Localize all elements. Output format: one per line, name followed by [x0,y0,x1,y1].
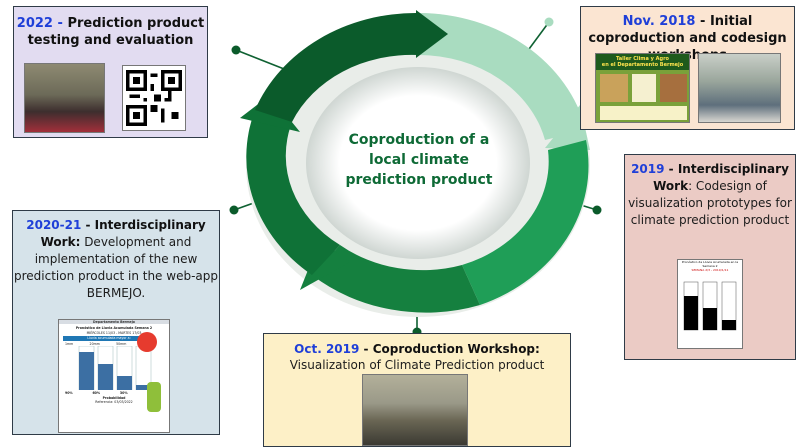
sep: - [664,162,678,176]
webapp-title: Pronóstico de Lluvia Acumulada Semana 2 [75,326,153,331]
prototype-subtitle: SEMANA 2/3 - 2019/1/11 [691,268,729,272]
threshold-label: 50mm [116,341,127,346]
webapp-badge [137,332,157,352]
probability-label: 30% [119,391,128,396]
ring-segment-right [462,140,589,305]
milestone-2022: 2022 - Prediction product testing and ev… [13,6,208,138]
milestone-2020-year: 2020-21 [26,218,82,232]
webapp-bar [117,376,132,391]
workshop-room-photo [362,374,468,446]
webapp-header: Departamento Bermejo [59,320,169,325]
flyer-photo [600,74,628,102]
connector-dot-2022 [231,45,241,55]
ring-segment-bottom [312,245,480,313]
threshold-label: 20mm [89,341,100,346]
milestone-oct2019: Oct. 2019 - Coproduction Workshop: Visua… [263,333,571,447]
milestone-oct2019-bold: Coproduction Workshop: [372,342,540,356]
webapp-screenshot: Departamento Bermejo Pronóstico de Lluvi… [58,319,170,433]
connector-dot-2019 [592,205,602,215]
sep: - [52,16,68,31]
sep: - [81,218,95,232]
milestone-nov2018: Nov. 2018 - Initial coproduction and cod… [580,6,795,130]
milestone-oct2019-year: Oct. 2019 [294,342,360,356]
webapp-footer-ref: Referencia: 03/03/2022 [95,400,133,405]
milestone-2020-text: Development and implementation of the ne… [14,235,218,300]
webapp-subtitle: Lluvia acumulada mayor a: [63,336,155,341]
flyer-line1: Taller Clima y Agro [616,56,669,62]
center-disc [306,67,530,259]
sep: - [695,14,710,29]
milestone-2022-year: 2022 [16,16,53,31]
milestone-oct2019-text: Visualization of Climate Prediction prod… [289,358,545,372]
milestone-2019-year: 2019 [631,162,665,176]
webapp-bars [78,345,152,391]
probability-label: 60% [92,391,101,396]
milestone-2020-21: 2020-21 - Interdisciplinary Work: Develo… [12,210,220,435]
ring-segment-dark [255,12,418,123]
arrow-head-top [416,10,448,58]
probability-label: 90% [65,391,73,396]
arrow-head-light [545,105,590,150]
threshold-label: 1mm [65,341,74,346]
milestone-2019-bold: Interdisciplinary Work [653,162,789,193]
milestone-2022-title: Prediction product testing and evaluatio… [27,16,205,48]
flyer-text-block [632,74,656,102]
classroom-photo [24,63,105,133]
webapp-bar [79,352,94,391]
prototype-title: Pronóstico de Lluvia Acumulada en la Sem… [681,260,739,268]
prototype-bars [683,281,737,331]
milestone-2019-text: : Codesign of visualization prototypes f… [628,179,792,227]
qr-code [122,65,186,131]
ring-segment-left [246,110,340,275]
flyer-photo-2 [660,74,687,102]
webapp-bar [136,385,151,391]
milestone-nov2018-year: Nov. 2018 [622,14,696,29]
milestone-2019: 2019 - Interdisciplinary Work: Codesign … [624,154,796,360]
connector-dot-2020 [229,205,239,215]
workshop-photo [698,53,781,123]
webapp-footer-label: Probabilidad [102,395,126,400]
workshop-flyer: Taller Clima y Agro en el Departamento B… [595,53,690,123]
arrow-head-bottom [300,240,350,290]
ring-segment-light [418,12,586,140]
sep: - [359,342,373,356]
connector-dot-nov2018 [544,17,554,27]
webapp-dates: MIÉRCOLES 11/03 - MARTES 17/03 [86,330,142,335]
prototype-image: Pronóstico de Lluvia Acumulada en la Sem… [677,259,743,349]
webapp-bar [98,364,113,391]
qr-icon [126,70,182,126]
flyer-footer [600,106,687,120]
webapp-logo [147,382,161,412]
milestone-2020-bold: Interdisciplinary Work: [40,218,206,249]
flyer-line2: en el Departamento Bermejo [601,62,684,68]
center-title: Coproduction of a local climate predicti… [345,132,493,188]
